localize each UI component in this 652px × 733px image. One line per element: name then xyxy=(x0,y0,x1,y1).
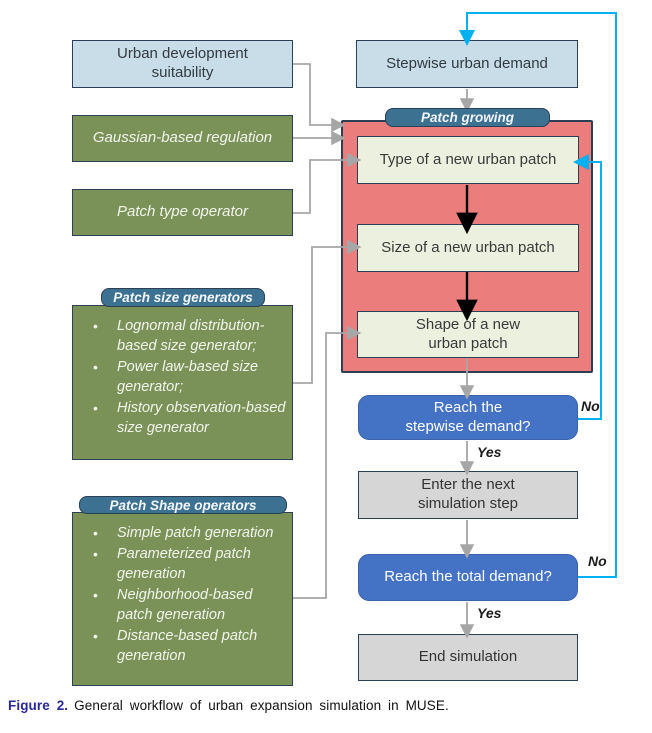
type-of-new-patch-box: Type of a new urban patch xyxy=(357,136,579,184)
arrow-suitability-to-frame xyxy=(293,63,346,133)
branch-label-no-total: No xyxy=(588,553,607,569)
patch-shape-operators-box: Simple patch generation Parameterized pa… xyxy=(72,512,293,686)
reach-stepwise-demand-decision: Reach the stepwise demand? xyxy=(358,395,578,440)
gaussian-regulation-box: Gaussian-based regulation xyxy=(72,115,293,162)
enter-next-step-box: Enter the next simulation step xyxy=(358,471,578,519)
list-item: Parameterized patch generation xyxy=(93,544,286,584)
patch-shape-operators-list: Simple patch generation Parameterized pa… xyxy=(73,523,292,666)
branch-label-yes-total: Yes xyxy=(477,605,502,621)
shape-of-new-patch-box: Shape of a new urban patch xyxy=(357,311,579,358)
arrow-shapeoperators-to-shapebox xyxy=(293,325,362,599)
patch-type-operator-box: Patch type operator xyxy=(72,189,293,236)
list-item: History observation-based size generator xyxy=(93,398,286,438)
figure-caption-text: General workflow of urban expansion simu… xyxy=(74,698,449,713)
stepwise-urban-demand-box: Stepwise urban demand xyxy=(356,40,578,88)
list-item: Lognormal distribution-based size genera… xyxy=(93,316,286,356)
list-item: Power law-based size generator; xyxy=(93,357,286,397)
patch-size-generators-badge: Patch size generators xyxy=(101,288,265,307)
branch-label-yes-stepwise: Yes xyxy=(477,444,502,460)
patch-shape-operators-badge: Patch Shape operators xyxy=(79,496,287,514)
list-item: Simple patch generation xyxy=(93,523,286,543)
end-simulation-box: End simulation xyxy=(358,634,578,681)
patch-size-generators-list: Lognormal distribution-based size genera… xyxy=(73,316,292,438)
list-item: Neighborhood-based patch generation xyxy=(93,585,286,625)
size-of-new-patch-box: Size of a new urban patch xyxy=(357,224,579,272)
list-item: Distance-based patch generation xyxy=(93,626,286,666)
urban-development-suitability-box: Urban development suitability xyxy=(72,40,293,88)
patch-growing-badge: Patch growing xyxy=(385,108,550,127)
reach-total-demand-decision: Reach the total demand? xyxy=(358,554,578,601)
branch-label-no-stepwise: No xyxy=(581,398,600,414)
figure-caption-label: Figure 2. xyxy=(8,698,69,713)
figure-caption: Figure 2. General workflow of urban expan… xyxy=(8,698,646,713)
patch-size-generators-box: Lognormal distribution-based size genera… xyxy=(72,305,293,460)
